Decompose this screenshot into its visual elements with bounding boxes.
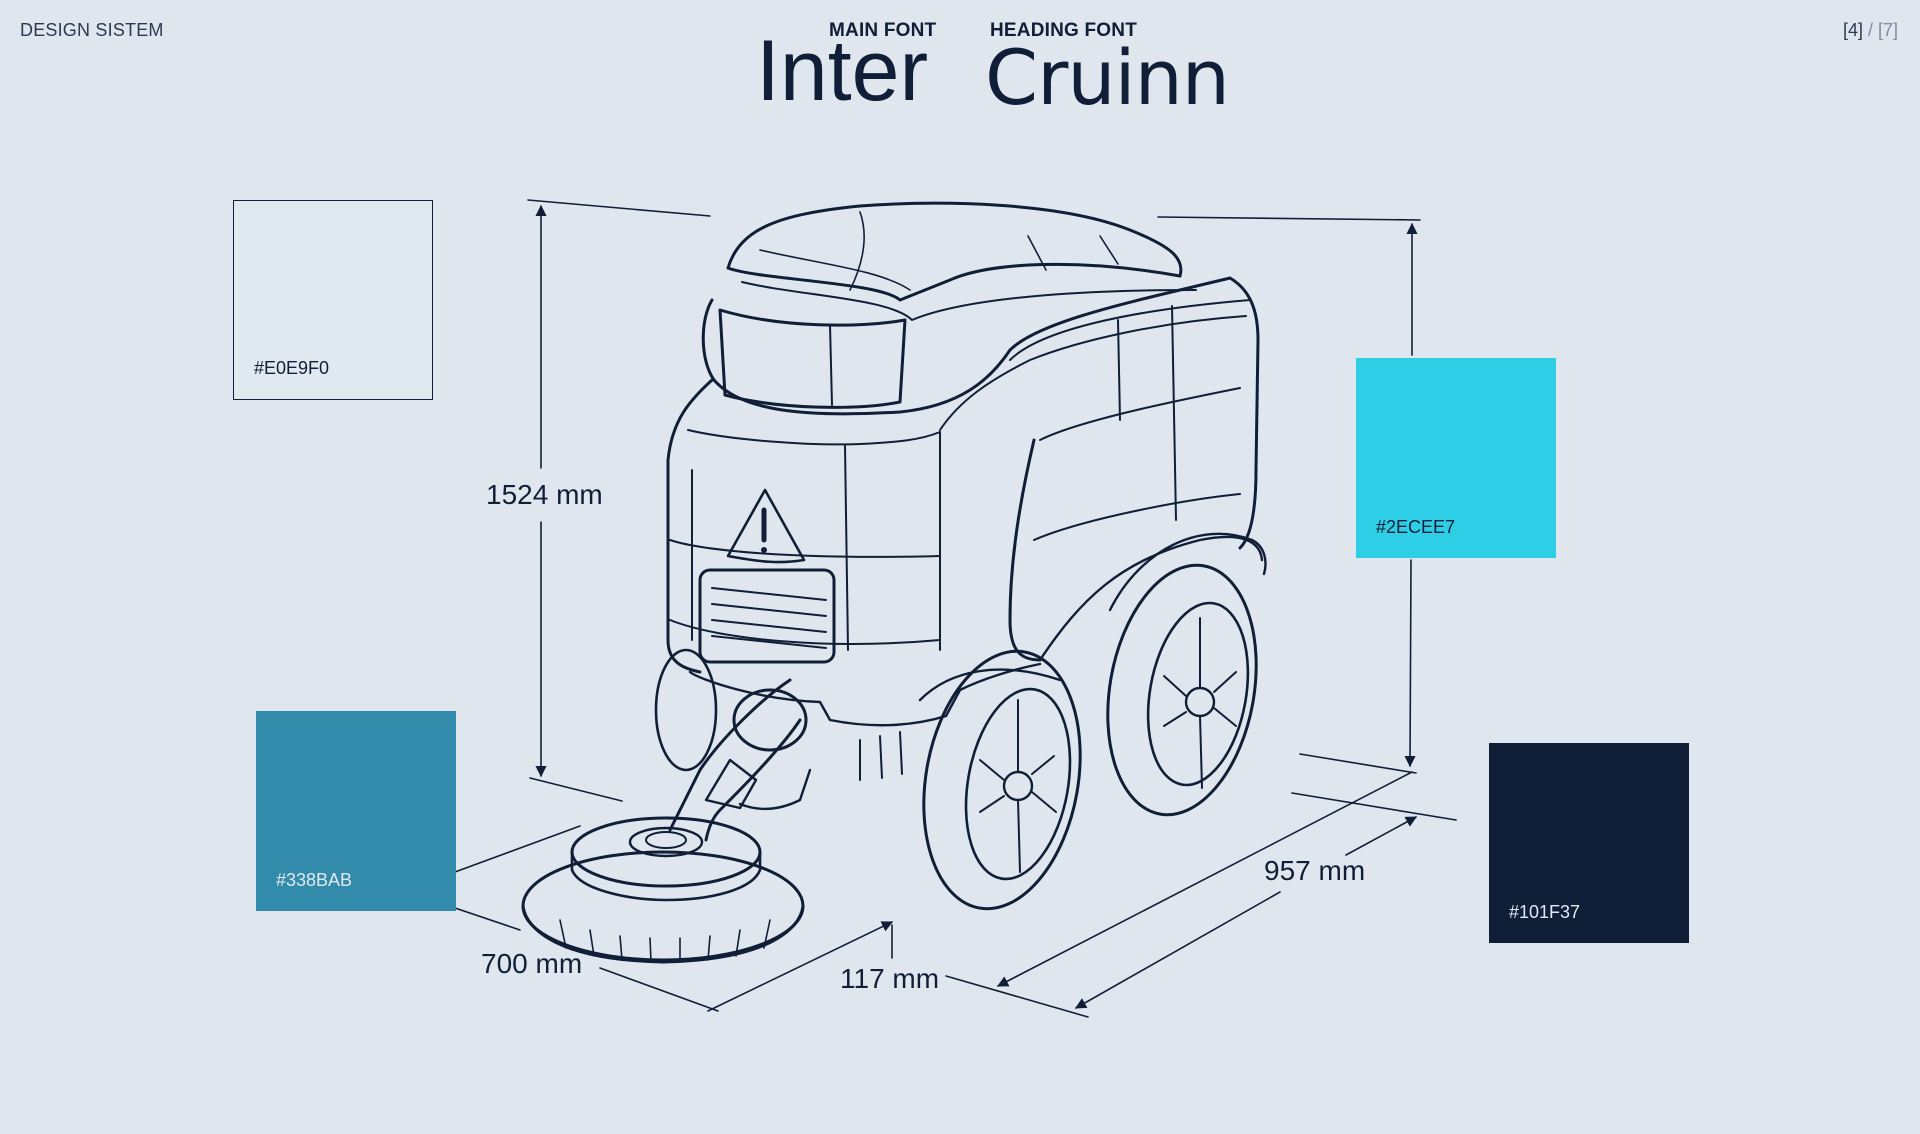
clearance-dimension-label: 117 mm [840,963,940,994]
swatch-code: #338BAB [276,870,353,890]
page-separator: / [1862,20,1878,40]
page-indicator: [4] / [7] [1843,20,1898,41]
length-dimension-label: 957 mm [1264,855,1366,886]
heading-font-label: HEADING FONT [990,20,1138,41]
swatch-code: #E0E9F0 [254,358,330,378]
length-dimension-line [945,771,1417,1018]
color-swatch-cyan: #2ECEE7 [1356,358,1556,558]
heading-font-sample: Cruinn [985,33,1230,122]
page-current: [4] [1842,20,1863,40]
height-dimension-label: 1524 mm [486,479,603,510]
main-font-label: MAIN FONT [829,20,937,41]
brush-dimension-line [454,825,894,1012]
color-swatch-teal: #338BAB [256,711,456,911]
section-title: DESIGN SISTEM [20,20,164,40]
page-total: [7] [1877,20,1898,40]
main-font-sample: Inter [756,23,929,119]
color-swatch-light: #E0E9F0 [233,200,433,400]
right-height-dimension-line [1157,216,1457,821]
color-swatch-navy: #101F37 [1489,743,1689,943]
swatch-code: #101F37 [1509,902,1581,922]
vehicle-body [521,201,1267,964]
brush-dimension-label: 700 mm [481,948,583,979]
height-dimension-line [527,199,711,802]
swatch-code: #2ECEE7 [1376,517,1456,537]
